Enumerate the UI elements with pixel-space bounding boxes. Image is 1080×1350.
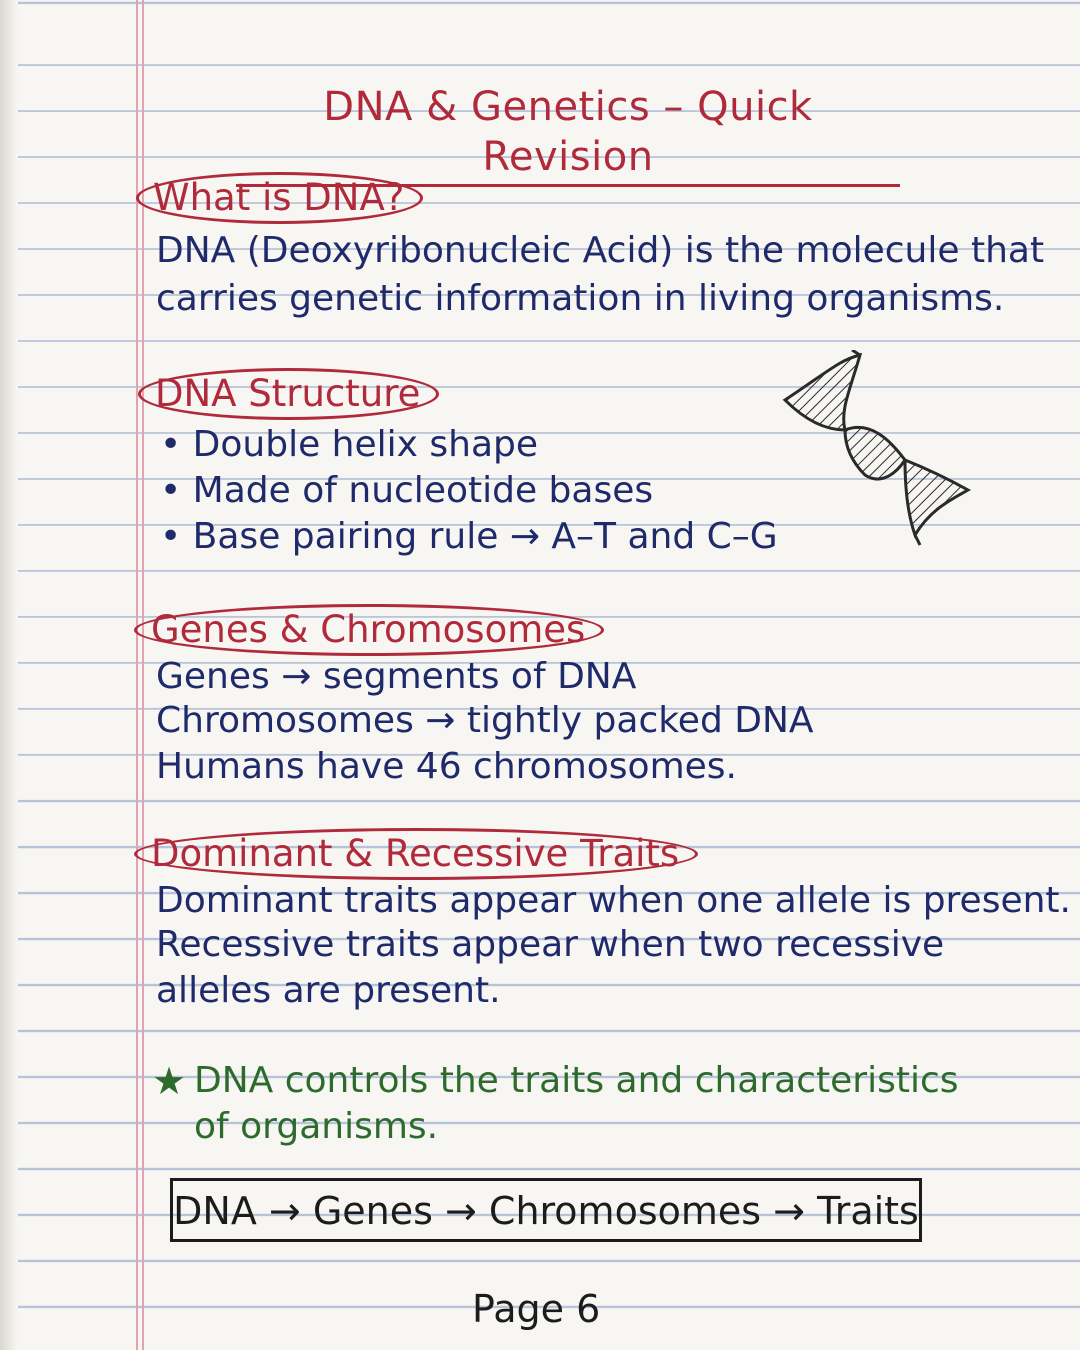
heading-what-is-dna: What is DNA? — [136, 172, 424, 224]
body-line: carries genetic information in living or… — [156, 278, 1005, 319]
page-title: DNA & Genetics – Quick Revision — [236, 82, 900, 187]
star-icon: ★ — [152, 1059, 187, 1103]
body-line: DNA (Deoxyribonucleic Acid) is the molec… — [156, 230, 1045, 271]
heading-genes-chromosomes: Genes & Chromosomes — [134, 604, 605, 656]
margin-line — [136, 0, 138, 1350]
note-line: DNA controls the traits and characterist… — [194, 1060, 959, 1101]
body-line: Chromosomes → tightly packed DNA — [156, 700, 814, 741]
body-line: Dominant traits appear when one allele i… — [156, 880, 1071, 921]
body-line: Recessive traits appear when two recessi… — [156, 924, 945, 965]
bullet-item: • Base pairing rule → A–T and C–G — [160, 516, 778, 557]
margin-line — [142, 0, 144, 1350]
body-line: alleles are present. — [156, 970, 501, 1011]
bullet-item: • Made of nucleotide bases — [160, 470, 654, 511]
notebook-binding — [0, 0, 18, 1350]
body-line: Genes → segments of DNA — [156, 656, 637, 697]
bullet-item: • Double helix shape — [160, 424, 539, 465]
heading-dna-structure: DNA Structure — [138, 368, 440, 420]
note-line: of organisms. — [194, 1106, 439, 1147]
dna-double-helix-icon — [782, 350, 972, 546]
heading-dominant-recessive: Dominant & Recessive Traits — [134, 828, 699, 880]
page-number: Page 6 — [472, 1287, 601, 1331]
flow-summary-box: DNA → Genes → Chromosomes → Traits — [170, 1178, 922, 1242]
body-line: Humans have 46 chromosomes. — [156, 746, 737, 787]
